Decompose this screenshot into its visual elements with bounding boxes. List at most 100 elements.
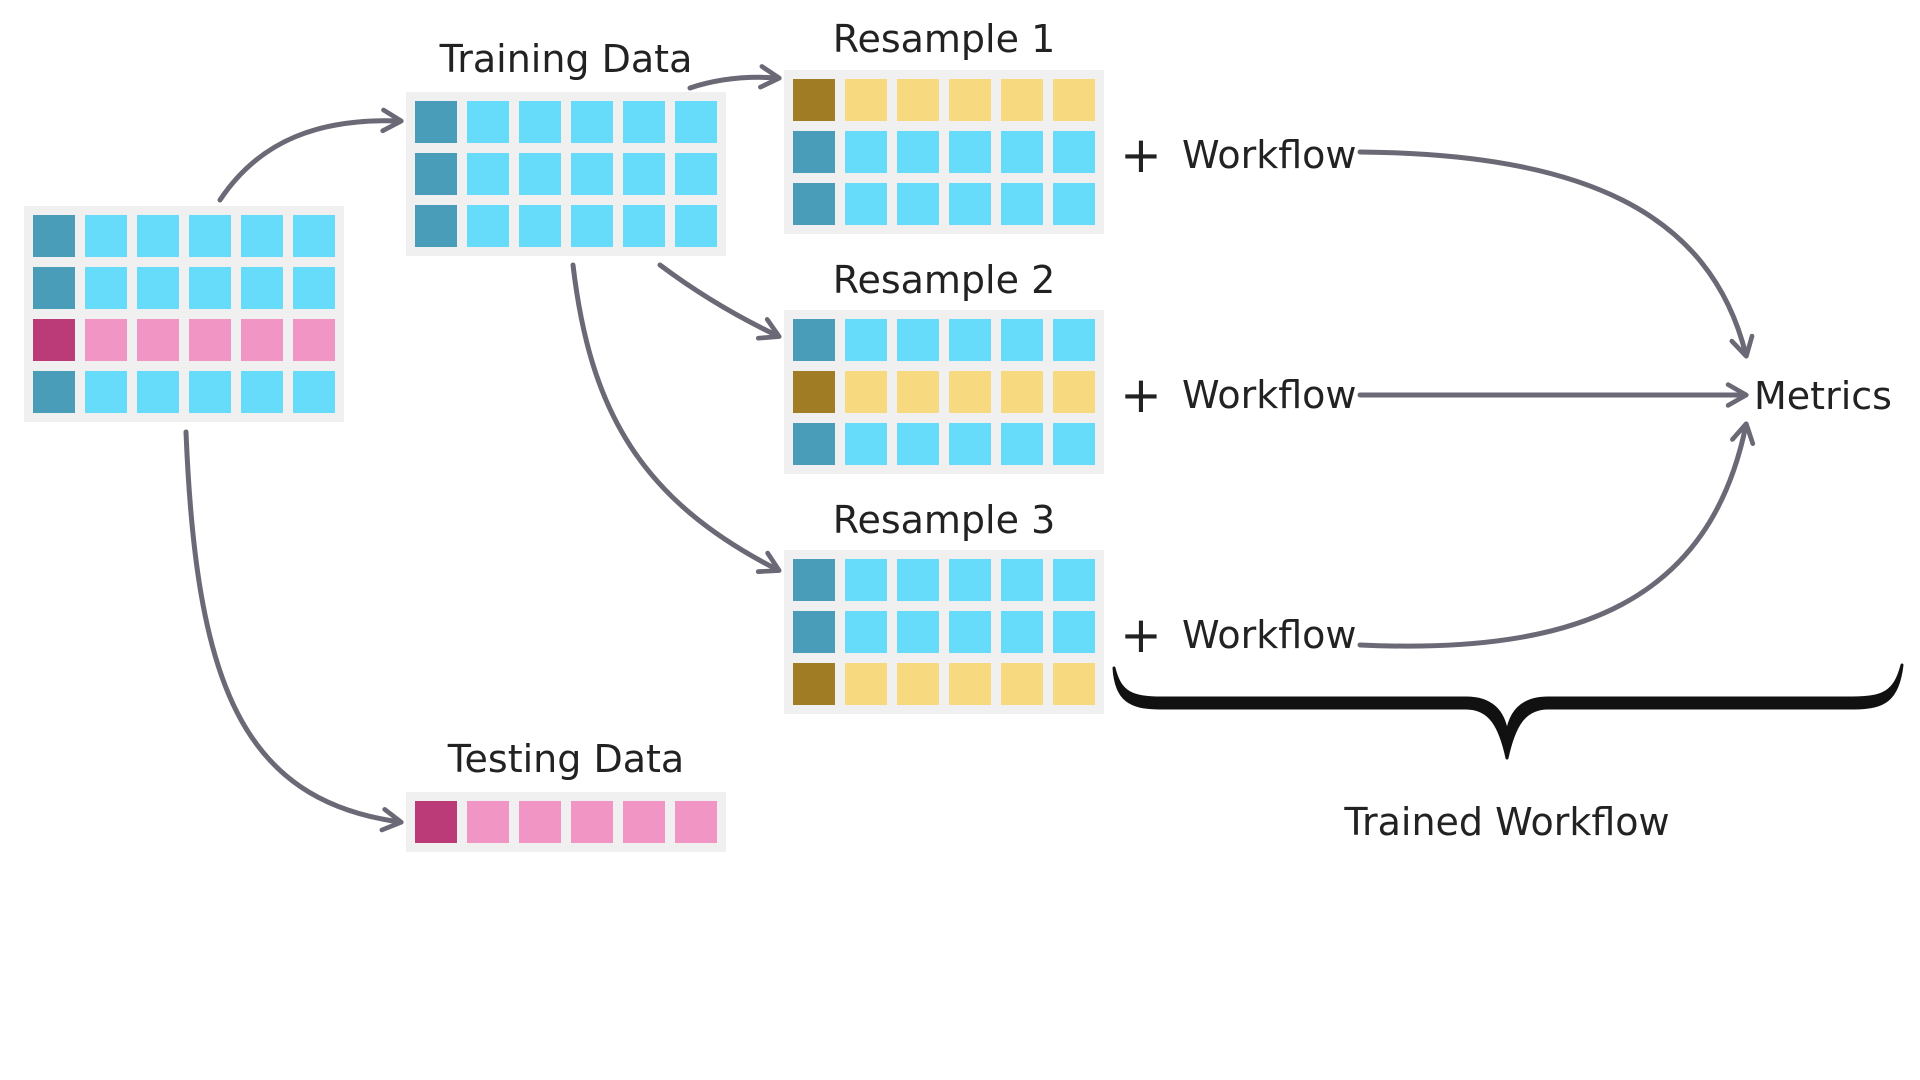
table-cell	[897, 663, 939, 705]
workflow-label-2: Workflow	[1182, 373, 1357, 417]
table-frame	[784, 70, 1104, 234]
full-data-table	[24, 206, 344, 422]
table-cell	[293, 319, 335, 361]
table-cell	[467, 205, 509, 247]
table-frame	[784, 310, 1104, 474]
resample-3-table	[784, 550, 1104, 714]
table-cell	[33, 371, 75, 413]
table-cell	[793, 611, 835, 653]
table-cell	[897, 559, 939, 601]
table-cell	[1053, 371, 1095, 413]
table-frame	[406, 792, 726, 852]
table-cell	[897, 183, 939, 225]
table-cell	[137, 319, 179, 361]
table-cell	[241, 215, 283, 257]
table-cell	[845, 183, 887, 225]
table-cell	[1001, 559, 1043, 601]
table-cell	[897, 423, 939, 465]
table-cell	[519, 153, 561, 195]
table-cell	[845, 79, 887, 121]
table-cell	[189, 371, 231, 413]
table-cell	[949, 371, 991, 413]
table-cell	[241, 371, 283, 413]
table-cell	[293, 371, 335, 413]
training-data-label: Training Data	[439, 37, 693, 81]
plus-sign-2: +	[1120, 366, 1162, 424]
table-cell	[293, 267, 335, 309]
table-cell	[949, 663, 991, 705]
table-cell	[415, 101, 457, 143]
table-cell	[845, 371, 887, 413]
table-cell	[293, 215, 335, 257]
arrow-to-training	[217, 107, 404, 203]
table-cell	[675, 101, 717, 143]
table-cell	[1001, 423, 1043, 465]
table-cell	[949, 423, 991, 465]
table-cell	[793, 319, 835, 361]
arrows-layer	[183, 64, 1756, 833]
workflow-label-1: Workflow	[1182, 133, 1357, 177]
table-cell	[415, 205, 457, 247]
arrow-to-resample-3	[570, 262, 782, 574]
table-cell	[137, 267, 179, 309]
table-cell	[1053, 183, 1095, 225]
table-cell	[793, 423, 835, 465]
plus-sign-3: +	[1120, 606, 1162, 664]
table-cell	[949, 183, 991, 225]
table-cell	[1001, 183, 1043, 225]
table-cell	[33, 319, 75, 361]
table-cell	[85, 215, 127, 257]
table-cell	[467, 101, 509, 143]
arrow-to-resample-1	[687, 64, 782, 91]
table-cell	[571, 153, 613, 195]
table-cell	[675, 205, 717, 247]
table-frame	[406, 92, 726, 256]
table-cell	[793, 131, 835, 173]
table-cell	[1001, 371, 1043, 413]
table-cell	[1001, 319, 1043, 361]
table-frame	[24, 206, 344, 422]
table-cell	[623, 101, 665, 143]
table-cell	[845, 319, 887, 361]
table-cell	[845, 423, 887, 465]
table-cell	[1001, 131, 1043, 173]
table-cell	[1001, 611, 1043, 653]
resample-3-label: Resample 3	[832, 498, 1056, 542]
table-cell	[845, 559, 887, 601]
table-cell	[1001, 663, 1043, 705]
table-cell	[949, 319, 991, 361]
table-cell	[189, 215, 231, 257]
table-cell	[897, 131, 939, 173]
table-cell	[1001, 79, 1043, 121]
arrow-to-resample-2	[657, 262, 782, 341]
table-cell	[845, 611, 887, 653]
table-cell	[623, 153, 665, 195]
table-cell	[519, 801, 561, 843]
table-cell	[675, 153, 717, 195]
resample-2-table	[784, 310, 1104, 474]
table-cell	[85, 319, 127, 361]
table-cell	[571, 205, 613, 247]
table-cell	[1053, 559, 1095, 601]
table-cell	[897, 319, 939, 361]
table-cell	[845, 131, 887, 173]
table-cell	[897, 371, 939, 413]
table-cell	[467, 801, 509, 843]
training-data-table	[406, 92, 726, 256]
table-cell	[1053, 611, 1095, 653]
table-cell	[33, 215, 75, 257]
table-cell	[415, 801, 457, 843]
table-cell	[793, 79, 835, 121]
arrow-workflow-3-to-metrics	[1357, 421, 1756, 649]
table-cell	[793, 559, 835, 601]
table-cell	[793, 183, 835, 225]
table-cell	[1053, 423, 1095, 465]
table-cell	[85, 371, 127, 413]
metrics-label: Metrics	[1754, 374, 1892, 418]
resample-1-table	[784, 70, 1104, 234]
table-cell	[137, 371, 179, 413]
table-cell	[949, 559, 991, 601]
table-cell	[467, 153, 509, 195]
